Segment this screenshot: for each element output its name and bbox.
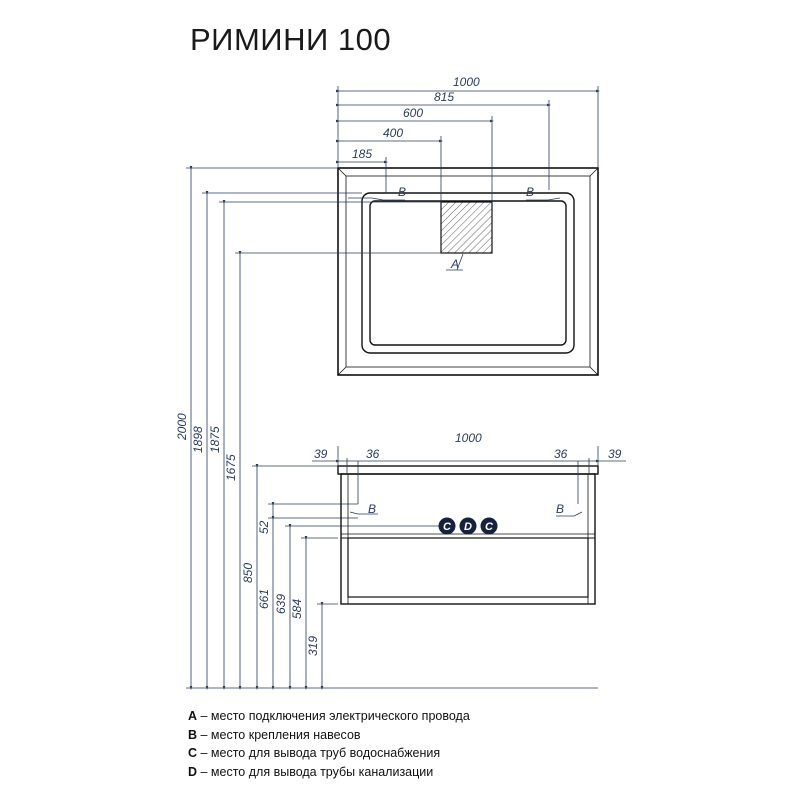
mirror-label-b-right: B [526, 185, 534, 199]
marker-d-label: D [464, 521, 472, 533]
mirror-dim-815: 815 [434, 90, 454, 104]
mirror-top-dimensions: 1000 815 600 400 185 [336, 75, 600, 202]
dim-1898: 1898 [191, 426, 205, 453]
marker-c-left [438, 517, 456, 535]
dim-661: 661 [257, 589, 271, 609]
mirror-led-inner [369, 200, 567, 346]
marker-c-left-label: C [443, 521, 452, 533]
cabinet-view: B B C D C 39 36 1000 36 39 [312, 431, 626, 605]
cabinet-body [340, 473, 596, 605]
cabinet-dim-36-left: 36 [366, 447, 380, 461]
mirror-dim-600: 600 [403, 106, 423, 120]
mirror-label-a: A [450, 257, 459, 271]
marker-c-right-label: C [485, 521, 494, 533]
cabinet-drawer [347, 537, 589, 598]
mirror-view: B B A 1000 815 600 400 [336, 75, 600, 376]
marker-c-right [480, 517, 498, 535]
legend-item-d: D – место для вывода трубы канализации [188, 764, 434, 779]
mirror-label-b-left: B [398, 185, 406, 199]
electrical-connection-box [440, 201, 493, 254]
dim-639: 639 [274, 594, 288, 614]
mirror-outer-frame [337, 167, 599, 376]
cabinet-top-dimensions: 39 36 1000 36 39 [312, 431, 626, 504]
cabinet-dim-39-left: 39 [314, 447, 328, 461]
cabinet-label-b-left: B [368, 502, 376, 516]
mirror-frame-bevel [345, 175, 591, 368]
legend-item-b: B – место крепления навесов [188, 727, 361, 742]
cabinet-dim-1000: 1000 [455, 431, 482, 445]
marker-d [459, 517, 477, 535]
dim-319: 319 [306, 636, 320, 656]
dim-584: 584 [290, 599, 304, 619]
legend-item-c: C – место для вывода труб водоснабжения [188, 746, 441, 760]
mirror-dim-185: 185 [352, 147, 372, 161]
legend: A – место подключения электрического про… [188, 707, 470, 781]
page-title: РИМИНИ 100 [190, 22, 392, 57]
mirror-dim-1000: 1000 [453, 75, 480, 89]
cabinet-dim-36-right: 36 [554, 447, 568, 461]
cabinet-dim-39-right: 39 [608, 447, 622, 461]
dim-1675: 1675 [224, 454, 238, 481]
dim-850: 850 [241, 563, 255, 583]
dim-1875: 1875 [208, 426, 222, 453]
cabinet-label-b-right: B [556, 502, 564, 516]
legend-item-a: A – место подключения электрического про… [188, 709, 470, 723]
mirror-dim-400: 400 [383, 126, 403, 140]
dim-52: 52 [257, 520, 271, 534]
pipe-markers: C D C [438, 517, 498, 535]
mirror-led-outer [361, 192, 575, 354]
height-dimensions: 2000 1898 1875 1675 850 52 661 639 584 [175, 166, 598, 690]
dim-2000: 2000 [175, 413, 189, 441]
cabinet-countertop [337, 465, 599, 475]
